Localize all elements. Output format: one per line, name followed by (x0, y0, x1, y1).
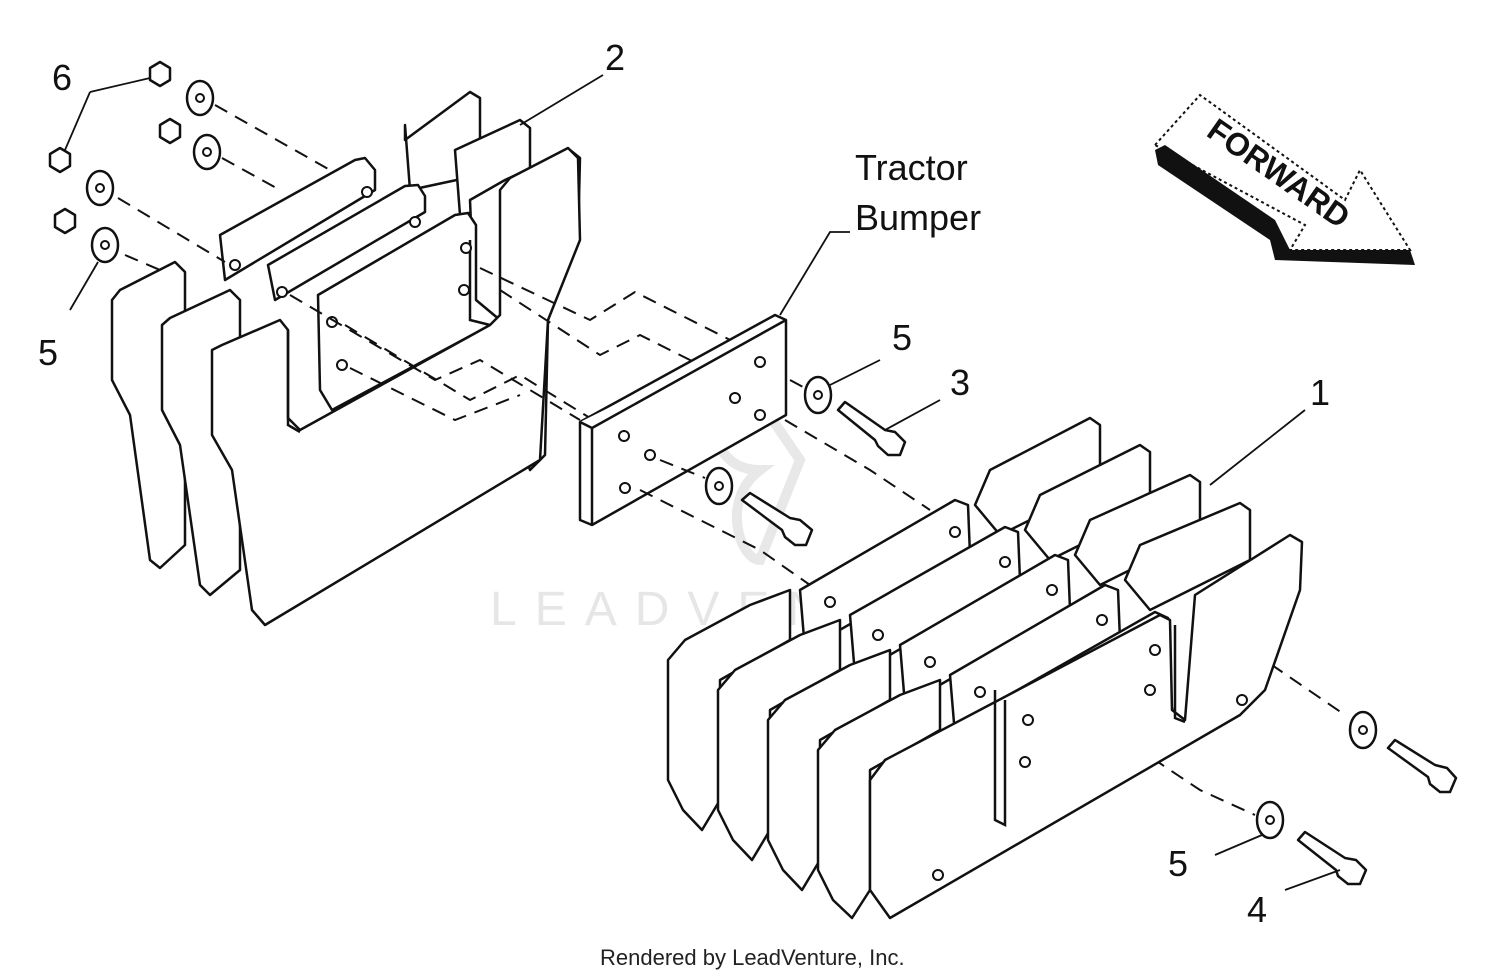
bumper-hole-6 (754, 409, 766, 421)
front-weight-slot-2 (1173, 625, 1186, 724)
leader-6 (89, 77, 151, 93)
front-bolt-upper (1386, 738, 1458, 794)
forward-arrow: FORWARD (1153, 93, 1415, 265)
callout-2: 2 (605, 37, 625, 78)
rear-weight-plate-2 (266, 183, 427, 302)
front-weight-upright-3 (1073, 473, 1202, 587)
rear-hardware (48, 60, 222, 264)
callout-1: 1 (1310, 372, 1330, 413)
bumper-hardware (659, 375, 907, 547)
leader-tractor (779, 231, 850, 316)
callout-5-front: 5 (1168, 843, 1188, 884)
bumper-hole-2 (644, 449, 656, 461)
bumper-hole-4 (754, 356, 766, 368)
callout-4: 4 (1247, 889, 1267, 930)
callout-5-left: 5 (38, 332, 58, 373)
bumper-bolt-upper (836, 400, 907, 457)
leader-5-left (69, 261, 99, 311)
rear-hole-5 (361, 186, 373, 198)
rear-weight-plate-1 (218, 156, 377, 282)
callout-3: 3 (950, 362, 970, 403)
rear-hole-7 (460, 242, 472, 254)
front-weight-face-2 (716, 618, 842, 862)
washer-2-hole (202, 147, 212, 157)
rear-hole-6 (409, 216, 421, 228)
forward-arrow-shadow (1155, 145, 1415, 265)
front-weight-face-4 (816, 678, 942, 920)
leader-4 (1284, 869, 1341, 891)
rear-weight-plate-3 (316, 211, 502, 412)
bumper-hole-1 (618, 430, 630, 442)
tractor-bumper-face (578, 313, 788, 527)
rear-weight-group (110, 90, 582, 627)
washer-4-hole (100, 240, 110, 250)
rear-hole-1 (229, 259, 241, 271)
leader-lines (64, 74, 1341, 891)
front-weight-slot (993, 690, 1007, 828)
leader-5-bumper (829, 359, 881, 386)
washer-3-hole (95, 183, 105, 193)
rear-alignment-lines (117, 104, 761, 422)
nut-1 (148, 60, 172, 88)
forward-label: FORWARD (1201, 111, 1357, 235)
tractor-bumper-label-line2: Bumper (855, 197, 981, 238)
leader-2 (519, 74, 604, 126)
front-bolt-lower (1296, 830, 1368, 886)
front-weight-face-3 (766, 648, 892, 892)
front-hardware (1255, 710, 1458, 886)
bumper-hole-5 (729, 392, 741, 404)
nut-3 (48, 146, 72, 174)
washer-1-hole (195, 93, 205, 103)
footer-credit: Rendered by LeadVenture, Inc. (600, 945, 905, 970)
callout-6: 6 (52, 57, 72, 98)
leader-1 (1209, 409, 1306, 486)
bumper-bolt-lower (740, 491, 814, 547)
nut-2 (158, 117, 182, 145)
bumper-hole-3 (619, 482, 631, 494)
rear-weight-slot-2 (286, 330, 301, 434)
tractor-bumper (578, 313, 788, 527)
front-weight-face-1 (666, 588, 792, 832)
front-weight-group (666, 416, 1304, 920)
rear-hole-2 (276, 286, 288, 298)
tractor-bumper-label-line1: Tractor (855, 147, 968, 188)
front-weight-face-5 (868, 533, 1304, 920)
forward-arrow-outline (1153, 93, 1412, 251)
leader-3 (884, 399, 941, 431)
front-weight-upright-4 (1123, 501, 1252, 612)
rear-hole-8 (458, 284, 470, 296)
nut-4 (53, 207, 77, 235)
rear-hole-4 (336, 359, 348, 371)
rear-weight-slot (468, 240, 491, 327)
callout-5-bumper: 5 (892, 317, 912, 358)
leader-5-front (1214, 834, 1263, 856)
